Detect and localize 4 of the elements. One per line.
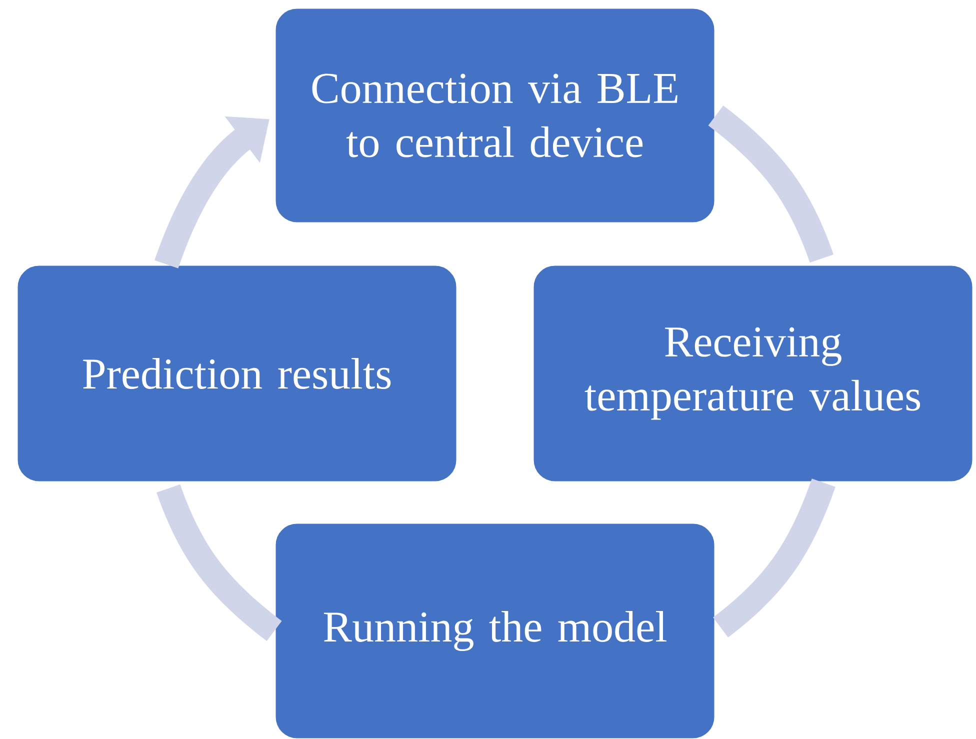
process-box: Running the model	[274, 522, 716, 739]
process-box: Receiving temperature values	[532, 264, 974, 483]
process-box: Connection via BLE to central device	[274, 7, 716, 224]
process-box: Prediction results	[16, 264, 458, 483]
